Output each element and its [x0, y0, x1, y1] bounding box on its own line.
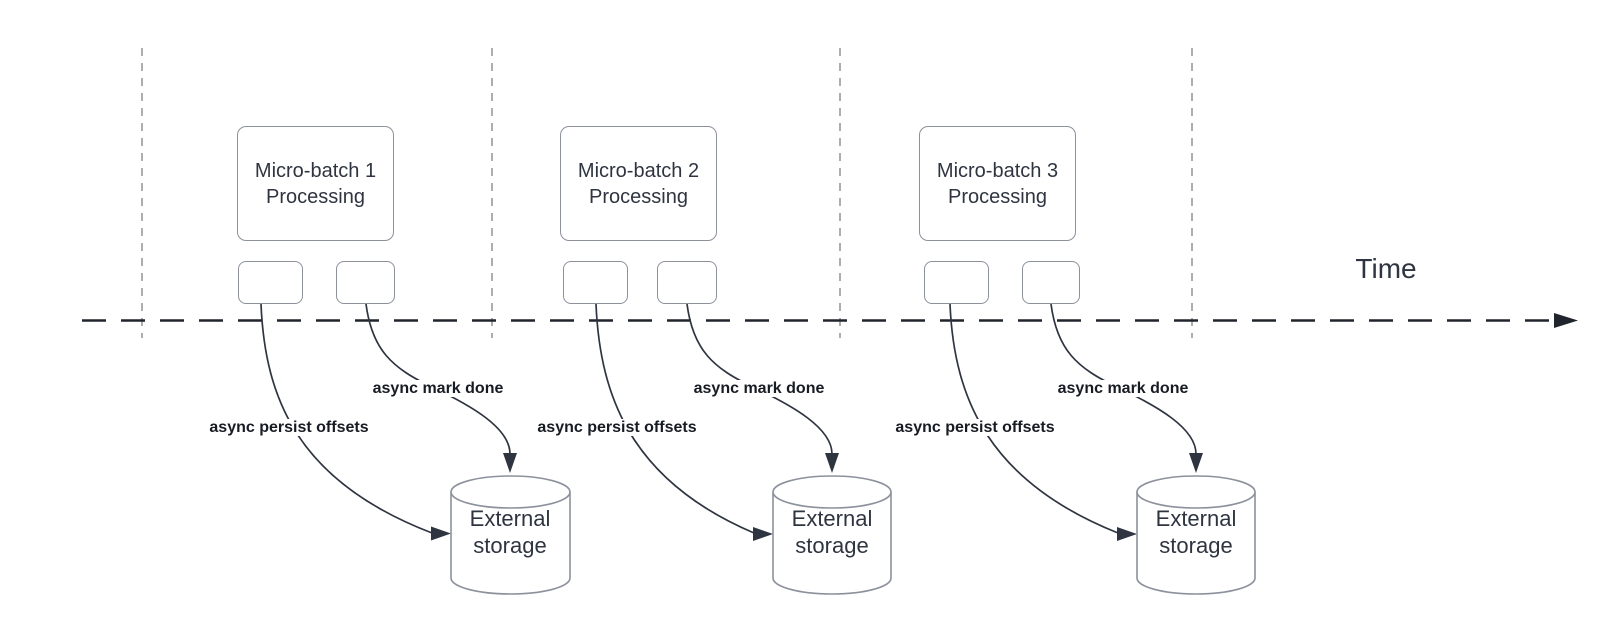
storage-cylinder-3: [1136, 475, 1256, 595]
async-mark-task-box-1: [336, 261, 395, 304]
async-mark-task-box-2: [657, 261, 717, 304]
external-storage-label-1: External storage: [469, 506, 551, 558]
cylinder-top-3: [1136, 475, 1256, 509]
cylinder-top-2: [772, 475, 892, 509]
storage-cylinder-1: [450, 475, 571, 595]
mark-done-arrowhead-3: [1189, 453, 1203, 473]
time-axis-arrowhead: [1554, 313, 1578, 328]
mark-done-arrow-1: [365, 303, 511, 455]
mark-done-arrow-2: [686, 303, 833, 455]
persist-offsets-label-1: async persist offsets: [206, 419, 372, 436]
mark-done-arrow-3: [1050, 303, 1197, 455]
external-storage-label-2: External storage: [791, 506, 873, 558]
mark-done-label-3: async mark done: [1054, 380, 1192, 397]
micro-batch-1-box: Micro-batch 1 Processing: [237, 126, 394, 241]
async-persist-task-box-1: [238, 261, 303, 304]
persist-offsets-label-2: async persist offsets: [534, 419, 700, 436]
cylinder-body-2: [772, 492, 892, 595]
micro-batch-2-box: Micro-batch 2 Processing: [560, 126, 717, 241]
persist-offsets-arrowhead-1: [431, 526, 451, 541]
persist-offsets-label-3: async persist offsets: [892, 419, 1058, 436]
async-persist-task-box-3: [924, 261, 989, 304]
mark-done-arrowhead-1: [503, 453, 517, 473]
mark-done-arrowhead-2: [825, 453, 839, 473]
cylinder-top-1: [450, 475, 571, 509]
storage-cylinder-2: [772, 475, 892, 595]
external-storage-label-3: External storage: [1155, 506, 1237, 558]
mark-done-label-1: async mark done: [369, 380, 507, 397]
time-axis-label: Time: [1355, 253, 1417, 284]
cylinder-body-3: [1136, 492, 1256, 595]
mark-done-label-2: async mark done: [690, 380, 828, 397]
micro-batch-3-box: Micro-batch 3 Processing: [919, 126, 1076, 241]
async-persist-task-box-2: [563, 261, 628, 304]
persist-offsets-arrowhead-2: [753, 527, 773, 541]
persist-offsets-arrowhead-3: [1117, 527, 1137, 541]
cylinder-body-1: [450, 492, 571, 595]
async-mark-task-box-3: [1022, 261, 1080, 304]
